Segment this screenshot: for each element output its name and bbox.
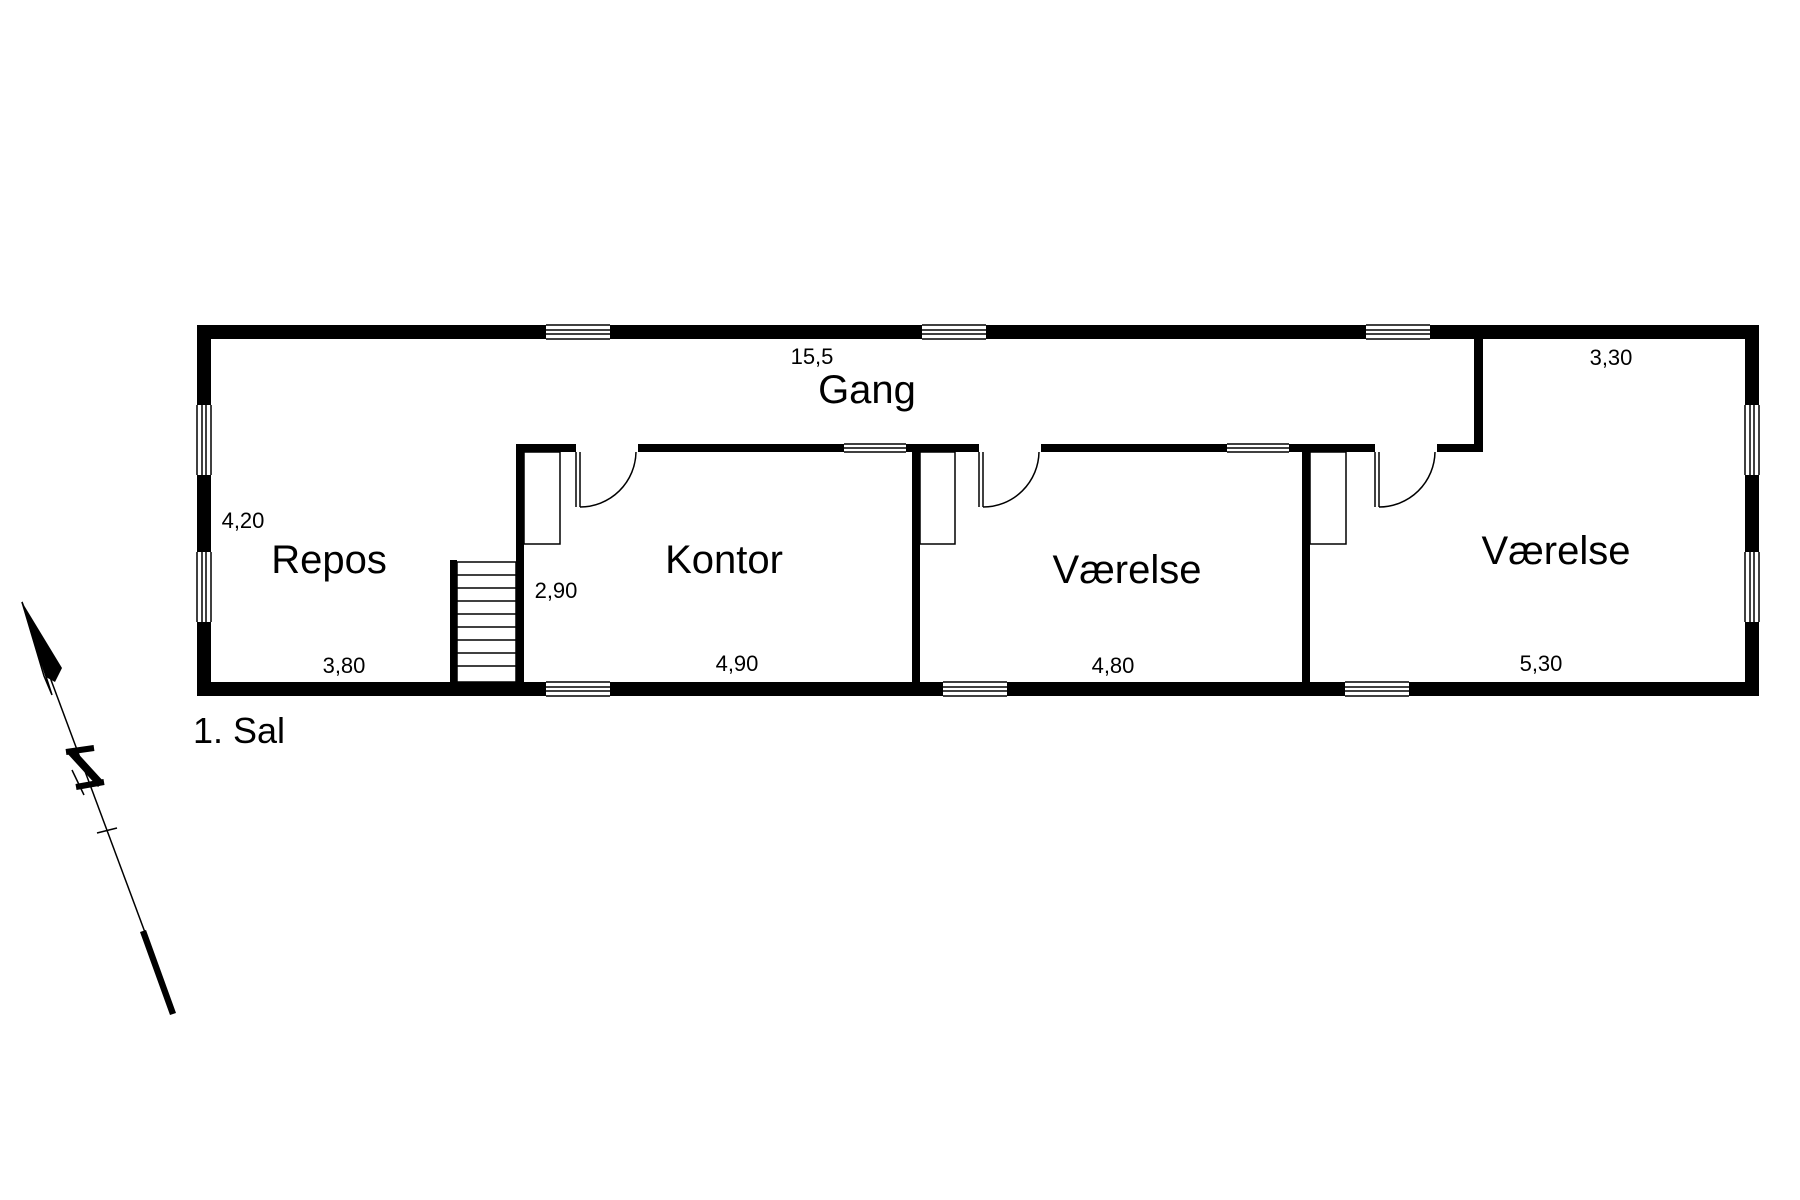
partition-1 [912,448,920,688]
dim-repos-depth: 4,20 [222,508,265,533]
window-icon [943,681,1007,697]
kontor-left-wall [516,444,524,688]
floor-label: 1. Sal [193,710,285,751]
window-icon [844,443,906,453]
door-swing-icon [1374,451,1436,508]
dim-gang-length: 15,5 [791,344,834,369]
window-icon [1345,681,1409,697]
dim-repos-width: 3,80 [323,653,366,678]
windows [196,324,1760,697]
partition-2 [1302,448,1310,688]
door-openings [576,442,1437,454]
window-icon [1744,552,1760,622]
window-icon [1227,443,1289,453]
dim-vaerelse-1-width: 4,80 [1092,653,1135,678]
door-vaerelse-2 [1309,451,1436,545]
room-label-repos: Repos [271,538,387,582]
wall-left [197,325,211,696]
stair-side-wall [450,560,457,688]
door-kontor [523,451,637,545]
room-label-vaerelse-1: Værelse [1053,548,1202,592]
wall-right [1745,325,1759,696]
dim-vaerelse-2-width: 5,30 [1520,651,1563,676]
stair-icon [456,561,517,683]
door-swing-icon [978,451,1040,508]
window-icon [546,681,610,697]
window-icon [1366,324,1430,340]
room-label-gang: Gang [818,368,916,412]
north-arrow-icon [21,601,176,1015]
room-label-vaerelse-2: Værelse [1482,529,1631,573]
window-icon [1744,405,1760,475]
outer-walls [197,325,1759,696]
inner-walls [450,332,1483,688]
window-icon [196,405,212,475]
window-icon [196,552,212,622]
room-label-kontor: Kontor [665,538,783,582]
dim-kontor-width: 4,90 [716,651,759,676]
dim-stair-depth: 2,90 [535,578,578,603]
corridor-wall-step-vertical [1474,332,1483,452]
door-swing-icon [575,451,637,508]
door-vaerelse-1 [919,451,1040,545]
dim-right-depth: 3,30 [1590,345,1633,370]
window-icon [922,324,986,340]
window-icon [546,324,610,340]
